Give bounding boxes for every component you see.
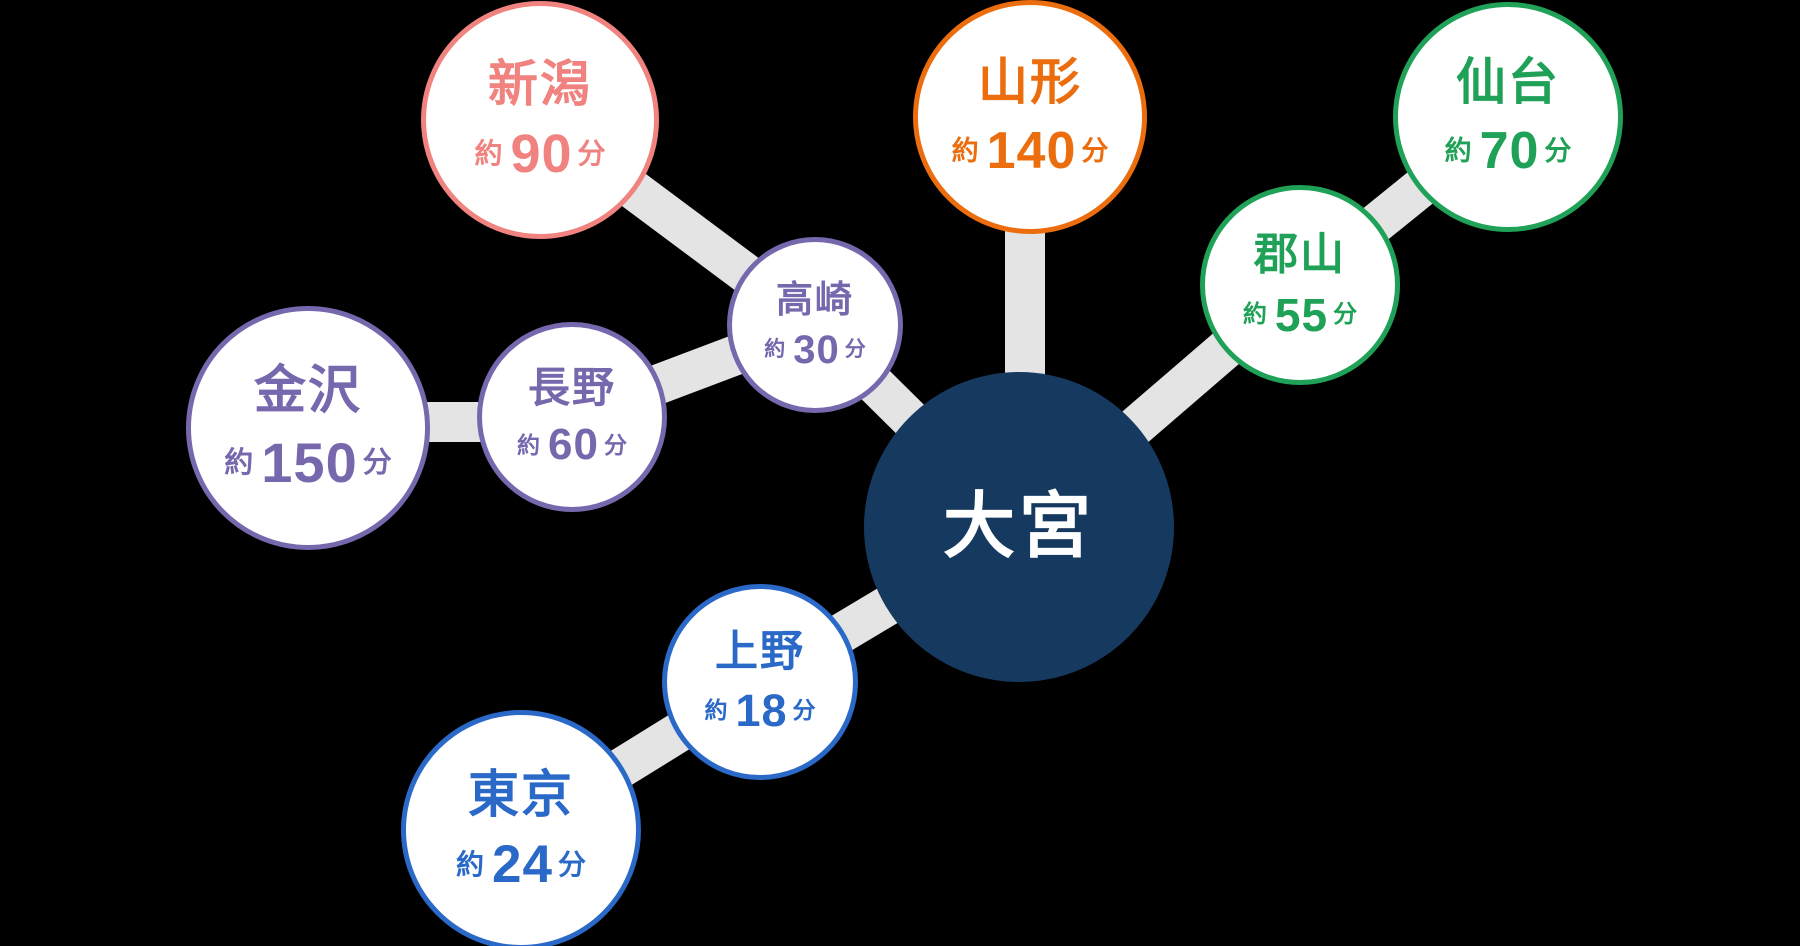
time-prefix: 約 <box>517 431 541 458</box>
travel-time: 約 60 分 <box>517 423 627 467</box>
city-name: 大宮 <box>942 487 1095 567</box>
time-prefix: 約 <box>224 446 254 479</box>
travel-time: 約 24 分 <box>456 838 586 891</box>
time-minutes: 60 <box>548 420 599 469</box>
city-name: 東京 <box>467 766 574 823</box>
time-prefix: 約 <box>474 138 503 169</box>
time-minutes: 90 <box>510 124 573 184</box>
time-minutes: 150 <box>261 431 358 494</box>
city-name: 金沢 <box>253 362 362 420</box>
city-name: 長野 <box>527 364 616 411</box>
city-name: 上野 <box>715 628 805 676</box>
time-minutes: 30 <box>793 327 840 372</box>
time-prefix: 約 <box>764 338 786 361</box>
time-unit: 分 <box>557 848 586 880</box>
travel-time: 約 140 分 <box>952 125 1109 177</box>
time-prefix: 約 <box>951 135 979 166</box>
time-prefix: 約 <box>456 848 485 880</box>
time-unit: 分 <box>844 338 866 361</box>
time-unit: 分 <box>1081 135 1109 166</box>
time-unit: 分 <box>792 697 816 723</box>
travel-time: 約 70 分 <box>1445 125 1572 177</box>
node-ueno: 上野 約 18 分 <box>662 584 858 780</box>
city-name: 郡山 <box>1254 229 1346 279</box>
time-prefix: 約 <box>1444 135 1472 166</box>
node-kanazawa: 金沢 約 150 分 <box>186 306 430 550</box>
time-minutes: 24 <box>492 835 553 894</box>
time-unit: 分 <box>362 446 392 479</box>
time-minutes: 18 <box>735 685 788 736</box>
node-niigata: 新潟 約 90 分 <box>421 1 659 239</box>
travel-time: 約 90 分 <box>474 127 605 181</box>
travel-time: 約 55 分 <box>1243 292 1357 338</box>
time-unit: 分 <box>603 431 627 458</box>
node-yamagata: 山形 約 140 分 <box>913 0 1147 234</box>
time-minutes: 55 <box>1274 288 1329 341</box>
time-minutes: 70 <box>1479 122 1540 180</box>
travel-time: 約 18 分 <box>704 688 815 733</box>
time-unit: 分 <box>1333 300 1358 328</box>
time-unit: 分 <box>1544 135 1572 166</box>
city-name: 新潟 <box>488 56 592 112</box>
travel-time: 約 30 分 <box>764 330 866 370</box>
node-sendai: 仙台 約 70 分 <box>1393 2 1623 232</box>
time-unit: 分 <box>577 138 606 169</box>
city-name: 仙台 <box>1456 54 1560 110</box>
node-nagano: 長野 約 60 分 <box>477 322 667 512</box>
city-name: 山形 <box>978 54 1082 110</box>
node-tokyo: 東京 約 24 分 <box>401 710 641 946</box>
time-prefix: 約 <box>1242 300 1267 328</box>
time-minutes: 140 <box>986 122 1077 180</box>
node-takasaki: 高崎 約 30 分 <box>727 237 903 413</box>
time-prefix: 約 <box>704 697 728 723</box>
node-omiya: 大宮 <box>864 372 1174 682</box>
travel-time: 約 150 分 <box>224 435 391 491</box>
node-koriyama: 郡山 約 55 分 <box>1200 185 1400 385</box>
city-name: 高崎 <box>776 278 854 320</box>
